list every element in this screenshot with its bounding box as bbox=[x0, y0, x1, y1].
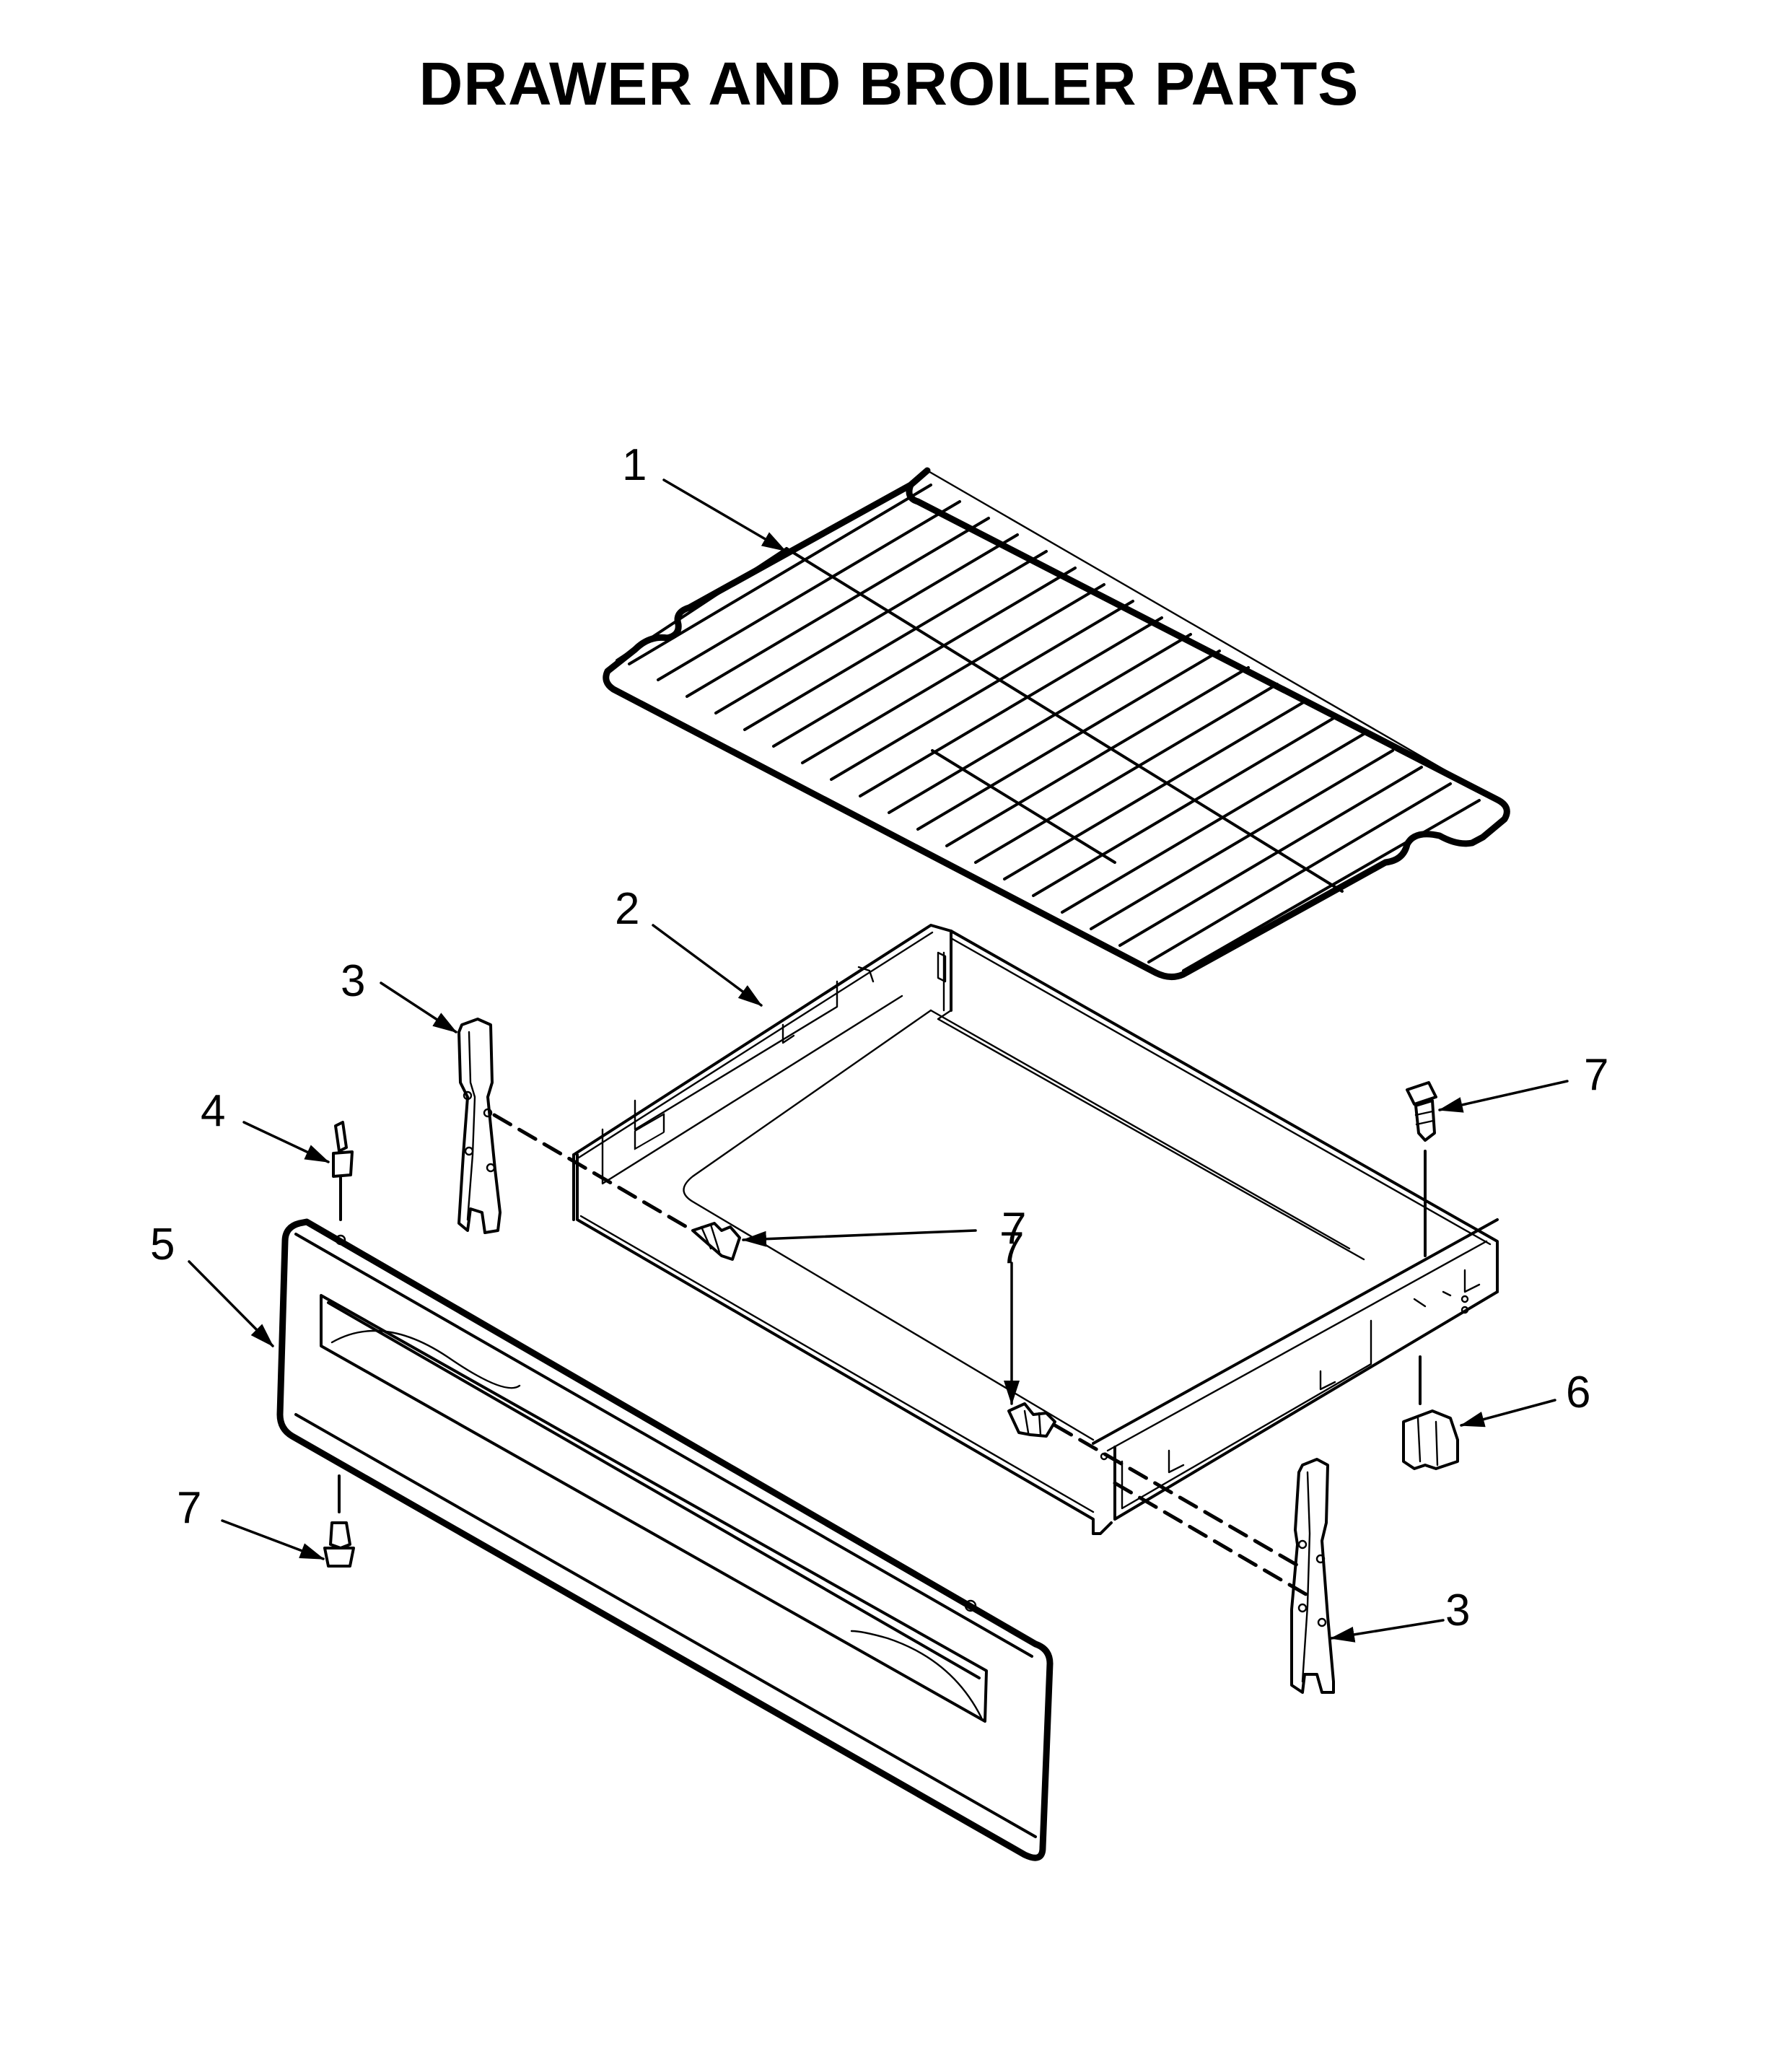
screw-drawer-left bbox=[691, 1222, 741, 1261]
drawer-slide-left bbox=[457, 1018, 502, 1234]
callout-4: 4 bbox=[201, 1086, 225, 1136]
callout-7-drawer-left: 7 bbox=[1002, 1204, 1026, 1254]
leader-lines bbox=[188, 478, 1569, 1643]
drawer-body bbox=[572, 924, 1499, 1535]
screw-front-bottom bbox=[323, 1474, 355, 1568]
drawer-slide-right bbox=[1290, 1458, 1335, 1694]
broiler-rack bbox=[603, 467, 1510, 980]
stud bbox=[332, 1121, 354, 1221]
screw-drawer-right bbox=[1007, 1402, 1056, 1438]
callout-2: 2 bbox=[615, 884, 639, 934]
callout-7-top-right: 7 bbox=[1584, 1050, 1608, 1100]
callout-labels: 1 2 3 4 5 7 7 6 7 3 7 bbox=[150, 440, 1608, 1635]
callout-3-left: 3 bbox=[341, 956, 365, 1006]
callout-5: 5 bbox=[150, 1220, 175, 1269]
callout-3-right: 3 bbox=[1445, 1586, 1470, 1635]
callout-7-drawer-right: 7 bbox=[999, 1223, 1024, 1273]
drawer-clip bbox=[1402, 1355, 1459, 1470]
drawer-front-panel bbox=[276, 1218, 1054, 1861]
callout-6: 6 bbox=[1566, 1368, 1590, 1417]
callout-7-front: 7 bbox=[177, 1483, 201, 1533]
screw-top-right bbox=[1406, 1081, 1437, 1257]
callout-1: 1 bbox=[622, 440, 647, 490]
rack-wires bbox=[628, 484, 1481, 972]
diagram-title: DRAWER AND BROILER PARTS bbox=[419, 50, 1359, 118]
